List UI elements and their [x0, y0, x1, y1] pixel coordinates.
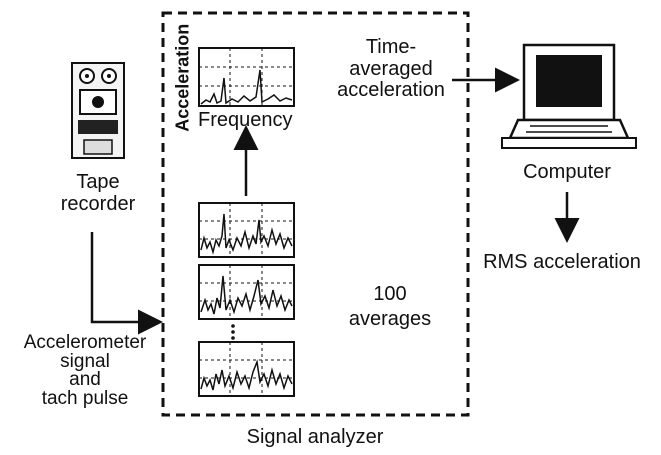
- computer-label: Computer: [523, 161, 611, 183]
- tape-recorder-label-line: Tape: [76, 171, 120, 193]
- tape-recorder-icon: [71, 62, 125, 159]
- accelerometer-signal-label-line: tach pulse: [41, 387, 129, 409]
- accelerometer-signal-label-line: signal: [60, 350, 110, 372]
- averages-count: 100: [373, 283, 407, 305]
- time-averaged-label-line: acceleration: [337, 79, 445, 102]
- signal-analyzer-box: [161, 11, 470, 417]
- more-plots-ellipsis: [231, 324, 235, 340]
- time-averaged-label-line: averaged: [349, 57, 433, 80]
- spectrum-plot-icon: [198, 202, 295, 258]
- accelerometer-signal-label: Accelerometer signal and tach pulse: [2, 332, 168, 409]
- averages-word: averages: [348, 308, 432, 330]
- signal-analyzer-label: Signal analyzer: [246, 426, 384, 448]
- spectrum-plot-icon: [198, 341, 295, 397]
- tape-recorder-label: Tape recorder: [58, 171, 138, 215]
- frequency-axis-label: Frequency: [198, 109, 293, 131]
- time-averaged-label: Time- averaged acceleration: [322, 36, 460, 102]
- spectrum-plot-icon: [198, 47, 295, 107]
- tape-recorder-label-line: recorder: [60, 192, 136, 215]
- spectrum-plot-icon: [198, 264, 295, 320]
- accelerometer-signal-label-line: Accelerometer: [23, 332, 147, 353]
- averages-label: 100 averages: [340, 282, 440, 332]
- time-averaged-label-line: Time-: [365, 36, 417, 58]
- computer-icon: [501, 43, 637, 149]
- tape-to-analyzer-arrow: [90, 232, 163, 335]
- acceleration-axis-label: Acceleration: [172, 23, 193, 132]
- accelerometer-signal-label-line: and: [69, 369, 101, 391]
- rms-acceleration-label: RMS acceleration: [483, 251, 641, 273]
